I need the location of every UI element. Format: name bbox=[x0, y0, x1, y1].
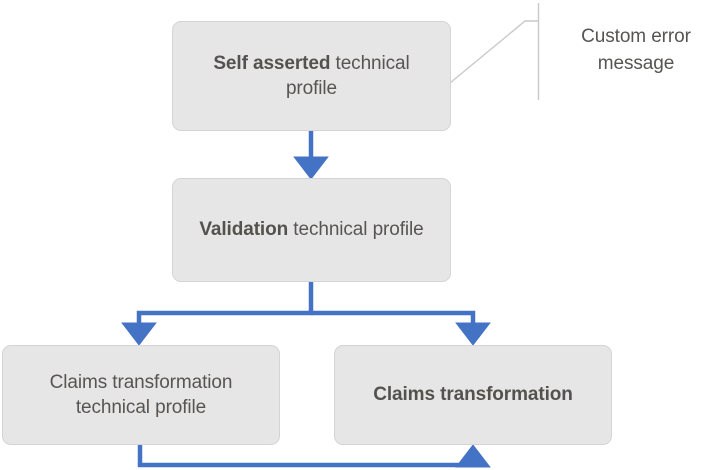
node-label: Claims transformation technical profile bbox=[17, 370, 265, 421]
node-self-asserted-technical-profile[interactable]: Self asserted technical profile bbox=[172, 21, 451, 131]
node-label-rest: technical profile bbox=[288, 219, 424, 241]
callout-label-line-1: Custom error bbox=[581, 26, 691, 47]
arrow-claims-technical-to-claims-transformation bbox=[137, 444, 491, 468]
node-label: Validation technical profile bbox=[187, 217, 436, 242]
node-label: Claims transformation bbox=[349, 382, 597, 407]
node-label-emphasis: Claims transformation bbox=[373, 384, 573, 406]
arrow-validation-to-claims-technical bbox=[121, 282, 314, 346]
node-label-emphasis: Validation bbox=[199, 219, 289, 241]
node-label-rest: technical profile bbox=[285, 52, 410, 99]
node-label: Self asserted technical profile bbox=[187, 51, 436, 102]
node-claims-transformation[interactable]: Claims transformation bbox=[334, 345, 612, 445]
node-validation-technical-profile[interactable]: Validation technical profile bbox=[172, 178, 451, 282]
callout-leader-line bbox=[449, 20, 538, 84]
node-label-rest: Claims transformation technical profile bbox=[49, 371, 233, 418]
callout-custom-error-message: Custom error message bbox=[552, 24, 720, 78]
callout-label-line-2: message bbox=[597, 52, 675, 74]
arrow-validation-to-claims-transformation bbox=[311, 310, 491, 346]
node-label-emphasis: Self asserted bbox=[213, 52, 331, 74]
node-claims-transformation-technical-profile[interactable]: Claims transformation technical profile bbox=[2, 345, 280, 445]
